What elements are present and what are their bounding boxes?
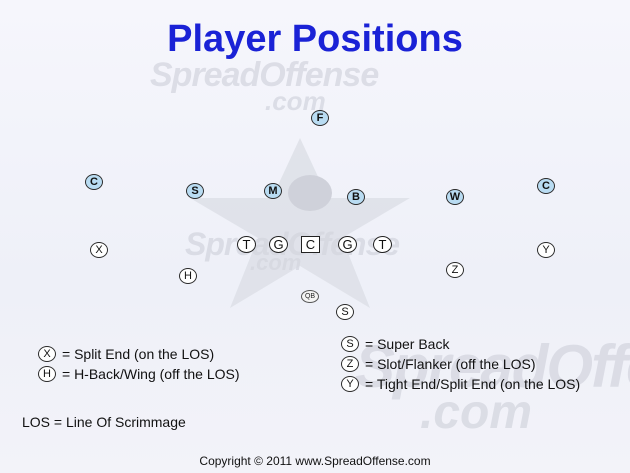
legend-item-y: Y = Tight End/Split End (on the LOS) [341, 376, 580, 392]
defender-c-left: C [85, 174, 103, 190]
copyright-footer: Copyright © 2011 www.SpreadOffense.com [199, 454, 431, 468]
legend-x-text: = Split End (on the LOS) [62, 346, 215, 362]
legend-s-text: = Super Back [365, 336, 450, 352]
offense-s: S [336, 304, 354, 320]
offense-y: Y [537, 242, 555, 258]
legend-item-h: H = H-Back/Wing (off the LOS) [38, 366, 240, 382]
defender-b: B [347, 189, 365, 205]
legend-z-text: = Slot/Flanker (off the LOS) [365, 356, 536, 372]
watermark-brand-middle: SpreadOffense [185, 226, 400, 262]
offense-qb: QB [301, 290, 319, 303]
legend-item-z: Z = Slot/Flanker (off the LOS) [341, 356, 536, 372]
lineman-right-guard: G [338, 236, 357, 253]
watermark-brand-top: SpreadOffense [150, 56, 379, 94]
watermark-domain-middle: .com [250, 250, 302, 275]
legend-item-s: S = Super Back [341, 336, 449, 352]
page-title: Player Positions [167, 18, 463, 60]
lineman-left-guard: G [269, 236, 288, 253]
watermark-star-logo [190, 138, 410, 308]
lineman-right-tackle: T [373, 236, 392, 253]
defender-c-right: C [537, 178, 555, 194]
legend-s-symbol: S [341, 336, 359, 352]
offense-z: Z [446, 262, 464, 278]
defender-w: W [446, 189, 464, 205]
defender-m: M [264, 183, 282, 199]
legend-y-symbol: Y [341, 376, 359, 392]
offense-x: X [90, 242, 108, 258]
lineman-center: C [301, 236, 320, 253]
watermark-brand-bottom: SpreadOffense [355, 333, 630, 400]
defender-f: F [311, 110, 329, 126]
legend-x-symbol: X [38, 346, 56, 362]
legend-y-text: = Tight End/Split End (on the LOS) [365, 376, 581, 392]
lineman-left-tackle: T [237, 236, 256, 253]
watermark-domain-bottom: .com [420, 386, 533, 439]
defender-s: S [186, 183, 204, 199]
legend-h-text: = H-Back/Wing (off the LOS) [62, 366, 240, 382]
legend-h-symbol: H [38, 366, 56, 382]
legend-item-x: X = Split End (on the LOS) [38, 346, 214, 362]
los-note: LOS = Line Of Scrimmage [22, 414, 186, 430]
offense-h: H [179, 268, 197, 284]
legend-z-symbol: Z [341, 356, 359, 372]
